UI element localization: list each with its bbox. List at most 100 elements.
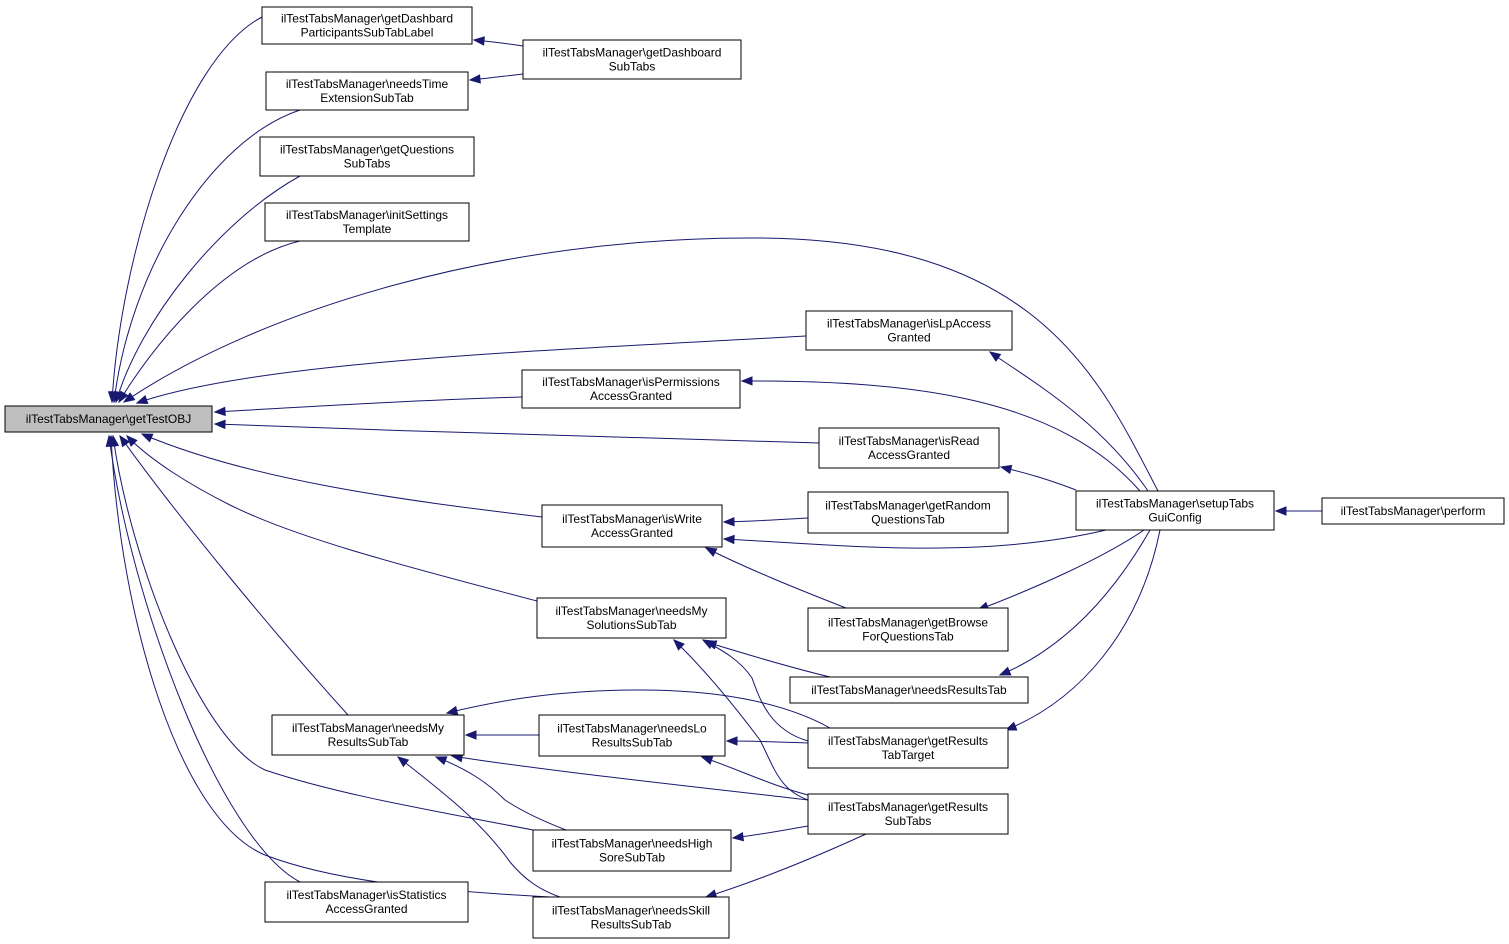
edge-line [397, 756, 561, 898]
node-box [807, 727, 1009, 769]
arrowhead [126, 435, 138, 447]
edge-line [113, 109, 301, 403]
arrowhead [396, 756, 410, 768]
node-label-line: ilTestTabsManager\needsHigh [552, 837, 713, 851]
node-isPermissionsAccessGranted[interactable]: ilTestTabsManager\isPermissionsAccessGra… [521, 369, 741, 409]
node-label-line: ilTestTabsManager\isLpAccess [827, 317, 991, 331]
arrowhead [434, 756, 448, 766]
node-box [521, 369, 741, 409]
node-label-line: ResultsSubTab [592, 736, 673, 750]
node-box [807, 491, 1009, 534]
arrowhead [135, 395, 149, 405]
edge-layer [105, 16, 1322, 899]
edge-initSettingsTemplate-to-getTestOBJ [118, 240, 301, 404]
node-label-line: Template [343, 222, 392, 236]
edge-setupTabsGuiConfig-to-isLpAccessGranted [988, 351, 1149, 492]
arrowhead [1004, 721, 1018, 731]
node-label-line: ilTestTabsManager\getQuestions [280, 143, 454, 157]
edge-isWriteAccessGranted-to-getTestOBJ [140, 433, 543, 518]
arrowhead [445, 705, 459, 716]
edge-line [119, 435, 349, 716]
node-label-line: Granted [887, 331, 930, 345]
edge-line [435, 756, 567, 831]
edge-line [1005, 529, 1161, 731]
edge-isReadAccessGranted-to-getTestOBJ [213, 419, 820, 444]
edge-isLpAccessGranted-to-getTestOBJ [135, 335, 807, 405]
node-needsSkillResultsSubTab[interactable]: ilTestTabsManager\needsSkillResultsSubTa… [532, 896, 730, 939]
node-needsResultsTab[interactable]: ilTestTabsManager\needsResultsTab [789, 676, 1029, 704]
node-perform[interactable]: ilTestTabsManager\perform [1321, 497, 1505, 525]
node-label-line: ilTestTabsManager\isWrite [562, 512, 702, 526]
node-box [807, 607, 1009, 652]
edge-isStatisticsAccessGranted-to-getTestOBJ [105, 434, 301, 883]
edge-line [701, 756, 809, 796]
arrowhead [140, 433, 154, 443]
node-label-line: ilTestTabsManager\getBrowse [828, 616, 988, 630]
node-label-line: TabTarget [882, 748, 935, 762]
edge-line [999, 529, 1151, 676]
node-label-line: SubTabs [344, 157, 391, 171]
node-label-line: ResultsSubTab [591, 918, 672, 932]
edge-getResultsSubTabs-to-needsLoResultsSubTab [700, 755, 809, 796]
node-label-line: ilTestTabsManager\needsLo [557, 722, 707, 736]
edge-needsHighSoreSubTab-to-needsMyResultsSubTab [434, 756, 567, 831]
edge-line [977, 529, 1145, 611]
node-label-line: ilTestTabsManager\needsTime [286, 77, 449, 91]
node-box [259, 136, 475, 177]
node-label-line: ilTestTabsManager\setupTabs [1096, 497, 1254, 511]
edge-needsHighSoreSubTab-to-getTestOBJ [109, 434, 534, 831]
edge-line [446, 689, 831, 729]
arrowhead [740, 376, 753, 386]
edge-line [136, 335, 807, 404]
arrowhead [1274, 506, 1287, 516]
node-label-line: ilTestTabsManager\getRandom [825, 499, 990, 513]
node-getBrowseForQuestionsTab[interactable]: ilTestTabsManager\getBrowseForQuestionsT… [807, 607, 1009, 652]
node-box [807, 793, 1009, 835]
edge-perform-to-setupTabsGuiConfig [1274, 506, 1322, 516]
edge-line [702, 639, 809, 742]
edge-setupTabsGuiConfig-to-needsResultsTab [998, 529, 1151, 676]
node-label-line: ParticipantsSubTabLabel [301, 26, 434, 40]
node-getDashbardParticipantsSubTabLabel[interactable]: ilTestTabsManager\getDashbardParticipant… [261, 6, 473, 45]
node-getTestOBJ[interactable]: ilTestTabsManager\getTestOBJ [4, 405, 213, 433]
edge-needsMyResultsSubTab-to-getTestOBJ [119, 434, 349, 716]
arrowhead [122, 392, 136, 403]
arrowhead [700, 755, 714, 765]
edge-getResultsTabTarget-to-needsMySolutionsSubTab [701, 639, 809, 742]
edge-line [723, 529, 1107, 549]
edge-line [112, 435, 534, 831]
edge-needsLoResultsSubTab-to-needsMyResultsSubTab [464, 730, 539, 740]
edge-getResultsTabTarget-to-needsMyResultsSubTab [445, 689, 831, 729]
node-needsTimeExtensionSubTab[interactable]: ilTestTabsManager\needsTimeExtensionSubT… [265, 71, 469, 111]
arrowhead [988, 351, 1002, 362]
edge-line [126, 435, 538, 602]
node-label-line: ilTestTabsManager\isRead [839, 434, 980, 448]
node-isStatisticsAccessGranted[interactable]: ilTestTabsManager\isStatisticsAccessGran… [264, 881, 469, 923]
arrowhead [722, 516, 735, 527]
node-box [265, 71, 469, 111]
node-label-line: AccessGranted [590, 389, 672, 403]
edge-setupTabsGuiConfig-to-getResultsTabTarget [1004, 529, 1161, 731]
edge-line [108, 435, 301, 883]
arrowhead [999, 464, 1013, 475]
edge-line [141, 433, 543, 518]
node-box [532, 896, 730, 939]
edge-getBrowseForQuestionsTab-to-isWriteAccessGranted [704, 547, 847, 609]
arrowhead [701, 639, 715, 650]
edge-setupTabsGuiConfig-to-isWriteAccessGranted [722, 529, 1107, 549]
